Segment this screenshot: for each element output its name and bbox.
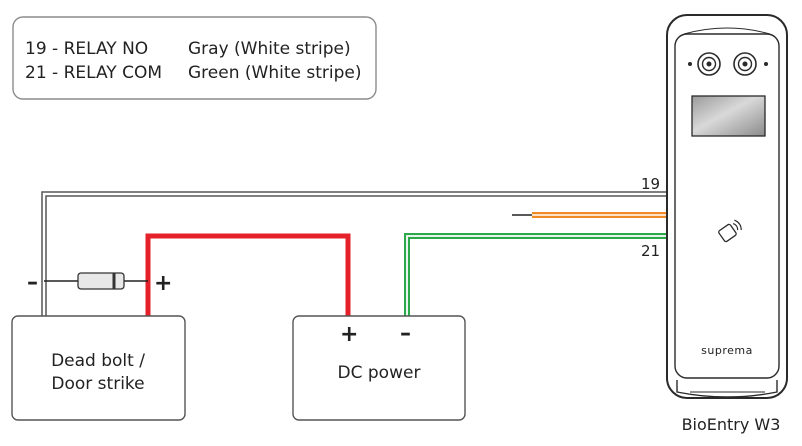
sensor-dot-left (688, 62, 692, 66)
dc-power-box (292, 315, 466, 421)
legend-terminal-21: 21 - RELAY COM (25, 63, 162, 83)
device-model-label: BioEntry W3 (682, 415, 781, 434)
sensor-dot-right (764, 62, 768, 66)
pin-21-label: 21 (641, 242, 660, 260)
green-wire (404, 233, 672, 316)
bioentry-device (666, 14, 788, 399)
legend-box (12, 16, 377, 100)
pin-19-label: 19 (641, 175, 660, 193)
dc-plus-sign: + (340, 322, 358, 347)
door-strike-box (11, 315, 186, 421)
door-strike-label-line1: Dead bolt / (51, 351, 145, 371)
diode-plus-sign: + (154, 271, 172, 296)
door-strike-label-line2: Door strike (51, 374, 144, 394)
legend-wire-21: Green (White stripe) (188, 63, 361, 83)
legend-wire-19: Gray (White stripe) (188, 39, 351, 59)
gray-wire (41, 191, 672, 318)
diode-minus-sign: – (27, 270, 38, 295)
legend-terminal-19: 19 - RELAY NO (25, 39, 148, 59)
display-screen (691, 95, 766, 137)
camera-right-icon (733, 52, 757, 76)
diode (44, 272, 148, 290)
dc-power-label: DC power (338, 363, 421, 383)
device-brand-logo: suprema (701, 344, 753, 357)
dc-minus-sign: – (400, 321, 411, 346)
red-wire (145, 233, 351, 316)
rfid-card-icon (718, 219, 742, 243)
camera-left-icon (697, 52, 721, 76)
